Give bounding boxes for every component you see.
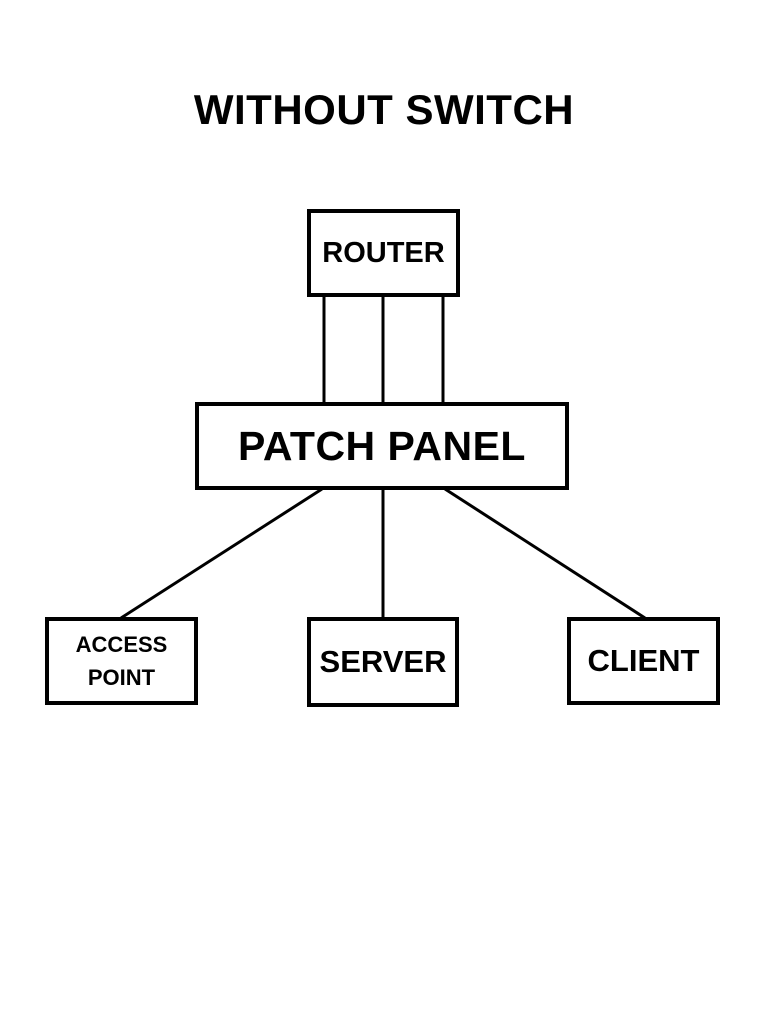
- wire-patch-client: [444, 487, 646, 620]
- access-point-label-line1: ACCESS: [75, 632, 168, 657]
- client-node: CLIENT: [567, 617, 720, 705]
- access-point-node: ACCESS POINT: [45, 617, 198, 705]
- server-node: SERVER: [307, 617, 459, 707]
- server-label: SERVER: [319, 644, 447, 679]
- patch-panel-label: PATCH PANEL: [238, 422, 526, 469]
- router-label: ROUTER: [322, 236, 445, 269]
- diagram-title: WITHOUT SWITCH: [193, 86, 575, 133]
- access-point-label-line2: POINT: [87, 665, 156, 690]
- patch-panel-node: PATCH PANEL: [195, 402, 569, 490]
- router-node: ROUTER: [307, 209, 460, 297]
- client-label: CLIENT: [587, 643, 700, 678]
- wire-patch-access-point: [120, 487, 323, 620]
